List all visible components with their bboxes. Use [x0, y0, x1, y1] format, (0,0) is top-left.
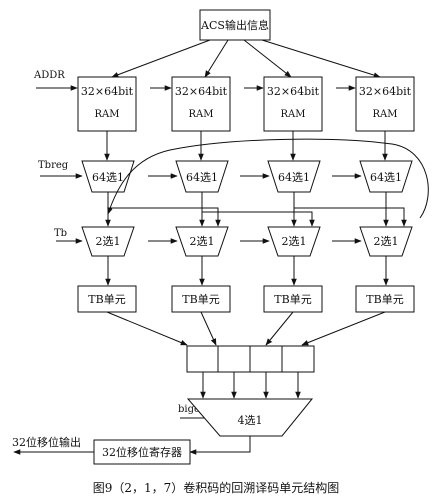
mux2-1: 2选1: [81, 226, 135, 257]
tb-unit-1: TB单元: [77, 285, 137, 313]
mux2-label: 2选1: [96, 235, 121, 248]
tb-unit-label: TB单元: [182, 293, 219, 306]
cross-feed-lines: [108, 207, 407, 227]
tb-unit-4: TB单元: [355, 285, 415, 313]
ram-label: RAM: [281, 109, 306, 120]
ram-size-label: 32×64bit: [81, 85, 134, 98]
mux64-label: 64选1: [370, 171, 402, 184]
ram-block-1: 32×64bit RAM: [77, 76, 137, 132]
ram-size-label: 32×64bit: [359, 85, 412, 98]
ram-to-mux64-arrows: [104, 131, 388, 161]
tb-unit-label: TB单元: [88, 293, 125, 306]
mux64-to-mux2-arrows: [105, 192, 389, 227]
tb-unit-2: TB单元: [171, 285, 231, 313]
bigcy-label: bigcy: [178, 404, 206, 415]
mux4-output-arrow: [189, 436, 251, 455]
ram-block-4: 32×64bit RAM: [355, 76, 415, 132]
ram-label: RAM: [189, 109, 214, 120]
acs-output-label: ACS输出信息: [200, 18, 269, 32]
mux64-3: 64选1: [267, 160, 321, 193]
tb-to-register-arrows: [106, 311, 386, 346]
tb-unit-label: TB单元: [366, 293, 403, 306]
mux4: 4选1: [186, 398, 314, 437]
ram-label: RAM: [373, 109, 398, 120]
acs-output-box: ACS输出信息: [199, 9, 271, 41]
shift-register-label: 32位移位寄存器: [102, 445, 182, 459]
tbreg-label: Tbreg: [38, 160, 69, 171]
mux2-to-tb-arrows: [105, 256, 389, 286]
register-to-mux4-arrows: [200, 372, 301, 399]
ram-block-3: 32×64bit RAM: [263, 76, 323, 132]
ram-size-label: 32×64bit: [267, 85, 320, 98]
ram-block-2: 32×64bit RAM: [171, 76, 231, 132]
feedback-curve: [107, 138, 429, 219]
tb-unit-label: TB单元: [274, 293, 311, 306]
mux64-label: 64选1: [278, 171, 310, 184]
mux64-1: 64选1: [81, 160, 135, 193]
mux64-4: 64选1: [359, 160, 413, 193]
mux2-2: 2选1: [175, 226, 229, 257]
mux64-label: 64选1: [92, 171, 124, 184]
mux2-label: 2选1: [282, 235, 307, 248]
tb-unit-3: TB单元: [263, 285, 323, 313]
ram-size-label: 32×64bit: [175, 85, 228, 98]
tb-label: Tb: [54, 228, 67, 239]
four-cell-register: [186, 345, 315, 373]
mux4-label: 4选1: [238, 414, 263, 427]
mux64-2: 64选1: [175, 160, 229, 193]
mux2-label: 2选1: [190, 235, 215, 248]
mux2-label: 2选1: [374, 235, 399, 248]
shift-register: 32位移位寄存器: [93, 439, 191, 465]
mux2-4: 2选1: [359, 226, 413, 257]
ram-label: RAM: [95, 109, 120, 120]
figure-caption: 图9（2，1，7）卷积码的回溯译码单元结构图: [93, 480, 340, 495]
shift-output-label: 32位移位输出: [12, 435, 81, 449]
acs-fanout-arrows: [111, 39, 381, 78]
addr-label: ADDR: [33, 70, 65, 81]
mux64-label: 64选1: [186, 171, 218, 184]
mux2-3: 2选1: [267, 226, 321, 257]
